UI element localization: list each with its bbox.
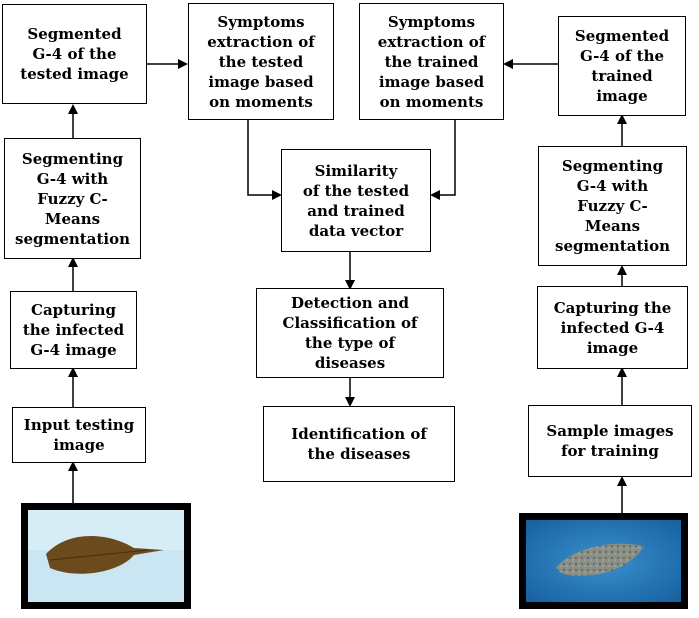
- segmenting-fuzzy-tested-box: Segmenting G-4 with Fuzzy C- Means segme…: [4, 138, 141, 259]
- segmenting-fuzzy-trained-box: Segmenting G-4 with Fuzzy C- Means segme…: [538, 146, 687, 266]
- sample-images-box: Sample images for training: [528, 405, 692, 477]
- segmented-tested-box: Segmented G-4 of the tested image: [2, 4, 147, 104]
- test-leaf-photo: [21, 503, 191, 609]
- train-leaf-photo: [519, 513, 688, 609]
- similarity-box: Similarity of the tested and trained dat…: [281, 149, 431, 252]
- symptoms-tested-box: Symptoms extraction of the tested image …: [188, 3, 334, 120]
- identification-box: Identification of the diseases: [263, 406, 455, 482]
- capturing-tested-box: Capturing the infected G-4 image: [10, 291, 137, 369]
- diseased-leaf-image: [526, 520, 681, 602]
- segmented-trained-box: Segmented G-4 of the trained image: [558, 16, 686, 116]
- symptoms-trained-box: Symptoms extraction of the trained image…: [359, 3, 504, 120]
- input-testing-box: Input testing image: [12, 407, 146, 463]
- dried-leaf-image: [28, 510, 184, 602]
- arrow-symptoms-tested-to-similarity: [247, 120, 282, 200]
- detection-classification-box: Detection and Classification of the type…: [256, 288, 444, 378]
- arrow-symptoms-trained-to-similarity: [430, 120, 456, 200]
- capturing-trained-box: Capturing the infected G-4 image: [537, 286, 688, 369]
